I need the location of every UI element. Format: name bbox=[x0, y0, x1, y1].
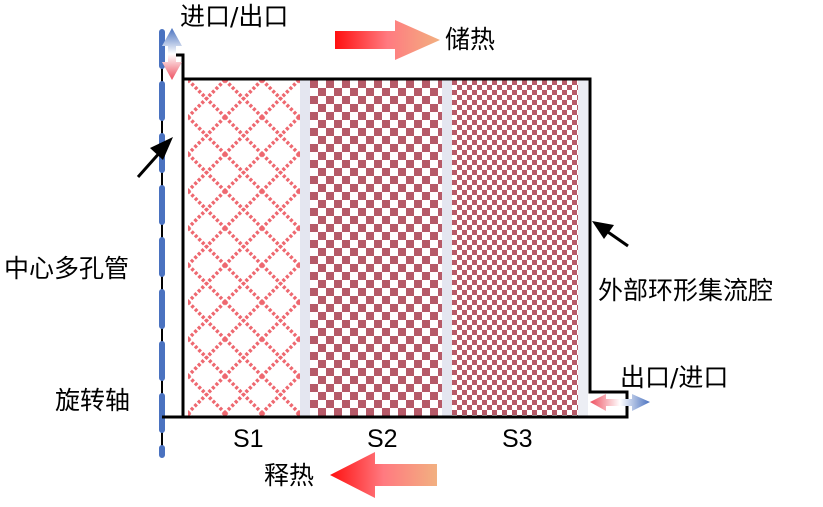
container-outline bbox=[172, 53, 185, 417]
bottom-flow-double-arrow bbox=[590, 394, 650, 411]
separator bbox=[300, 80, 310, 416]
separator bbox=[442, 80, 452, 416]
container-top-right bbox=[162, 77, 629, 419]
section-s3-fill bbox=[452, 80, 578, 416]
heat-release-label: 释热 bbox=[264, 461, 315, 490]
heat-release-arrow bbox=[330, 452, 437, 498]
section-s3-label: S3 bbox=[502, 425, 533, 453]
rotation-axis-label: 旋转轴 bbox=[55, 386, 131, 415]
separator bbox=[578, 80, 588, 416]
heat-storage-arrow bbox=[335, 20, 440, 60]
section-s1-fill bbox=[188, 80, 300, 416]
heat-storage-label: 储热 bbox=[445, 25, 496, 54]
outer-annular-chamber-label: 外部环形集流腔 bbox=[598, 276, 774, 305]
section-s2-fill bbox=[310, 80, 442, 416]
pointer-arrowhead-chamber bbox=[592, 221, 614, 239]
pointer-arrow-chamber bbox=[604, 228, 629, 248]
top-flow-double-arrow bbox=[162, 28, 182, 80]
central-porous-tube-label: 中心多孔管 bbox=[4, 254, 130, 283]
section-s2-label: S2 bbox=[367, 425, 398, 453]
section-s1-label: S1 bbox=[233, 425, 264, 453]
outlet-inlet-bottom-label: 出口/进口 bbox=[620, 363, 729, 392]
inlet-outlet-top-label: 进口/出口 bbox=[180, 2, 289, 31]
pointer-arrowhead-tube bbox=[150, 137, 173, 160]
